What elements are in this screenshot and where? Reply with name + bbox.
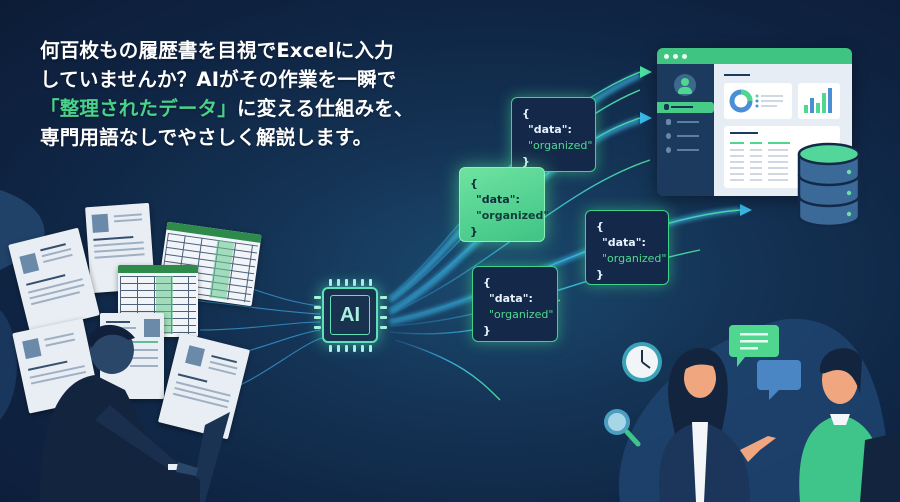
headline-line-1: 何百枚もの履歴書を目視でExcelに入力 <box>40 39 394 62</box>
headline-highlight: 「整理されたデータ」 <box>40 97 238 120</box>
interview-scene <box>600 310 900 502</box>
json-key: "data": <box>489 292 533 305</box>
chat-bubble-icon <box>729 325 801 400</box>
json-key: "data": <box>602 236 646 249</box>
chip-body: AI <box>322 287 378 343</box>
json-close-brace: } <box>596 268 604 281</box>
json-open-brace: { <box>522 107 530 120</box>
headline-line-4: 専門用語なしでやさしく解説します。 <box>40 126 373 149</box>
json-value: "organized" <box>528 139 593 152</box>
overwhelmed-worker-scene <box>0 190 270 502</box>
ai-chip: AI <box>305 270 395 360</box>
json-card-top: { "data": "organized" } <box>511 97 596 172</box>
json-key: "data": <box>476 193 520 206</box>
clock-icon <box>622 342 662 382</box>
donut-chart-icon <box>729 89 783 113</box>
ai-label: AI <box>330 295 370 335</box>
window-dot-icon <box>682 53 687 59</box>
headline-line-2: していませんか？AIがその作業を一瞬で <box>40 68 397 91</box>
window-dot-icon <box>664 53 669 59</box>
dashboard-sidebar <box>657 64 714 196</box>
json-card-right: { "data": "organized" } <box>585 210 669 285</box>
headline-line-3: に変える仕組みを、 <box>237 97 414 120</box>
json-value: "organized" <box>602 252 667 265</box>
json-card-light: { "data": "organized" } <box>459 167 550 242</box>
json-open-brace: { <box>596 220 604 233</box>
sidebar-item <box>665 118 705 127</box>
sidebar-item <box>665 146 705 155</box>
json-open-brace: { <box>470 177 478 190</box>
donut-chart-panel <box>724 83 792 119</box>
window-titlebar <box>657 48 852 64</box>
json-value: "organized" <box>489 308 554 321</box>
json-open-brace: { <box>483 276 491 289</box>
user-avatar-icon <box>674 74 696 96</box>
json-key: "data": <box>528 123 572 136</box>
dashboard-window <box>657 48 852 196</box>
bar-chart-icon <box>804 88 832 113</box>
bar-chart-panel <box>798 83 840 119</box>
window-dot-icon <box>673 53 678 59</box>
json-close-brace: } <box>522 155 530 168</box>
json-close-brace: } <box>483 324 491 337</box>
headline: 何百枚もの履歴書を目視でExcelに入力 していませんか？AIがその作業を一瞬で… <box>40 36 460 152</box>
json-card-bottom: { "data": "organized" } <box>472 266 558 342</box>
json-value: "organized" <box>476 209 550 222</box>
interview-illustration <box>604 318 900 502</box>
json-close-brace: } <box>470 225 478 238</box>
worker-figure <box>40 324 230 502</box>
magnifier-icon <box>604 409 641 447</box>
sidebar-item <box>665 132 705 141</box>
database-icon <box>797 142 861 228</box>
sidebar-item-active <box>657 102 714 113</box>
arrow-icon <box>640 66 652 78</box>
